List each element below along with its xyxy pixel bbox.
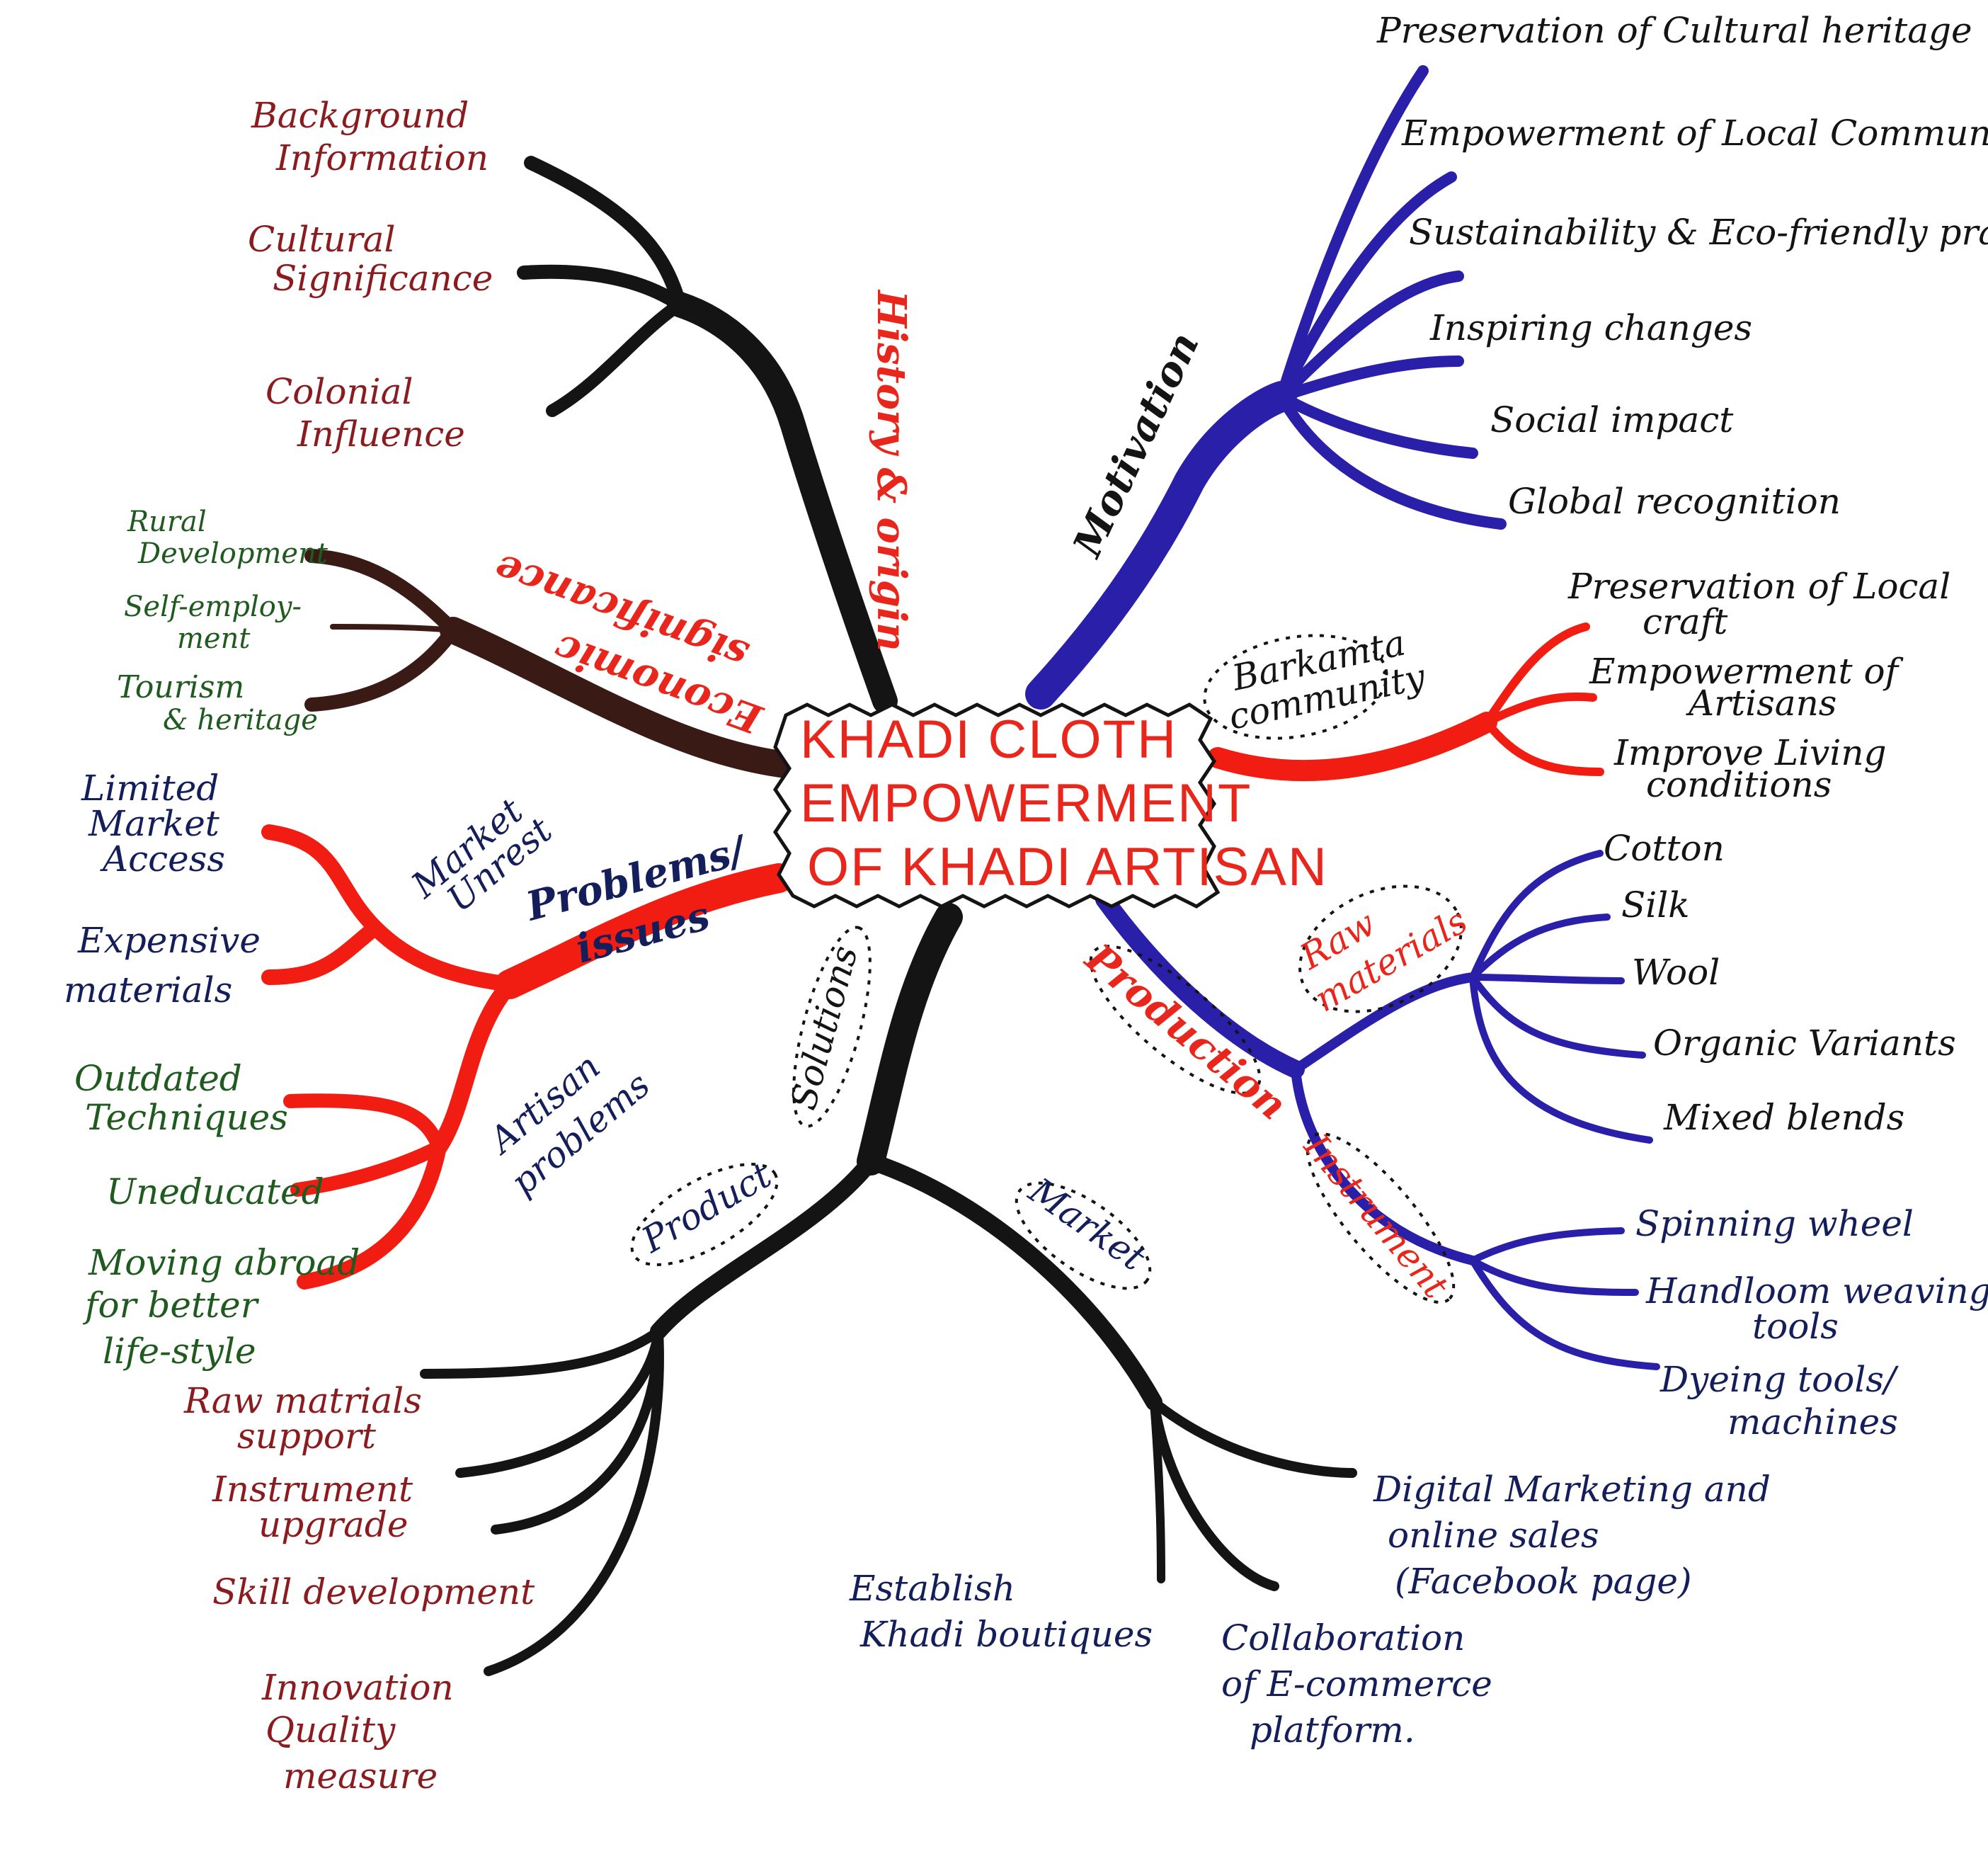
instrument-item: machines	[1727, 1401, 1898, 1442]
production-label-text: Production	[1075, 934, 1296, 1129]
problems-artisan-items: Outdated Techniques Uneducated Moving ab…	[74, 1058, 360, 1372]
product-label: Product	[630, 1154, 779, 1266]
problem-item: Moving abroad	[88, 1242, 360, 1283]
problems-market-items: Limited Market Access Expensive material…	[64, 768, 261, 1011]
barkamta-item: Empowerment of	[1589, 651, 1904, 692]
artisan-problems-label: Artisan problems	[479, 1046, 658, 1204]
motivation-item: Social impact	[1490, 399, 1734, 440]
economic-items: Rural Development Self-employ- ment Tour…	[117, 506, 329, 736]
history-item: Colonial	[265, 371, 413, 412]
product-item: Innovation	[261, 1667, 454, 1708]
problem-item: Limited	[81, 768, 219, 809]
motivation-branch	[1025, 65, 1507, 710]
problem-item: life-style	[103, 1331, 256, 1372]
motivation-item: Preservation of Cultural heritage	[1376, 10, 1972, 51]
market-label: Market	[1015, 1170, 1153, 1290]
market-items: Establish Khadi boutiques Digital Market…	[849, 1469, 1771, 1751]
central-title-line1: KHADI CLOTH	[800, 710, 1177, 770]
problem-item: Uneducated	[106, 1171, 324, 1212]
history-label: History & origin	[868, 289, 915, 651]
history-item: Background	[251, 95, 469, 136]
instrument-item: tools	[1752, 1306, 1839, 1347]
history-item: Cultural	[248, 219, 395, 260]
market-item: Digital Marketing and	[1373, 1469, 1771, 1510]
problems-branch	[261, 824, 794, 1290]
product-items: Raw matrials support Instrument upgrade …	[183, 1380, 535, 1797]
economic-item: ment	[177, 622, 251, 655]
solutions-label: Solutions	[783, 926, 872, 1128]
product-item: support	[237, 1416, 377, 1457]
instrument-item: Handloom weaving	[1645, 1270, 1988, 1311]
barkamta-label: Barkamta community	[1203, 622, 1429, 740]
product-item: Skill development	[212, 1571, 535, 1612]
instrument-label: Instrument	[1296, 1126, 1457, 1307]
product-item: Raw matrials	[183, 1380, 422, 1421]
history-item: Significance	[273, 258, 493, 299]
central-title-line2: EMPOWERMENT	[800, 773, 1252, 833]
raw-material-item: Mixed blends	[1663, 1097, 1904, 1138]
market-item: Khadi boutiques	[859, 1614, 1153, 1655]
economic-branch	[304, 549, 799, 778]
raw-material-item: Organic Variants	[1653, 1023, 1956, 1064]
economic-item: Rural	[127, 506, 207, 538]
solutions-branch	[420, 903, 1357, 1676]
barkamta-item: Improve Living	[1613, 732, 1887, 773]
barkamta-item: conditions	[1646, 764, 1832, 805]
barkamta-item: Preservation of Local	[1567, 566, 1950, 607]
economic-item: Development	[137, 537, 329, 570]
barkamta-item: craft	[1643, 601, 1728, 642]
production-label: Production	[1075, 934, 1296, 1129]
problem-item: for better	[82, 1285, 260, 1326]
instrument-item: Spinning wheel	[1635, 1203, 1914, 1244]
market-item: platform.	[1250, 1709, 1415, 1751]
economic-item: Self-employ-	[124, 591, 302, 623]
history-items: Background Information Cultural Signific…	[248, 95, 493, 455]
history-item: Influence	[297, 414, 465, 455]
market-item: (Facebook page)	[1395, 1561, 1692, 1602]
barkamta-items: Preservation of Local craft Empowerment …	[1567, 566, 1950, 805]
barkamta-branch	[1207, 622, 1604, 782]
economic-item: Tourism	[117, 669, 244, 705]
raw-material-item: Silk	[1621, 884, 1690, 926]
market-item: of E-commerce	[1221, 1663, 1492, 1705]
problem-item: Expensive	[77, 920, 261, 961]
problem-item: Market	[88, 803, 220, 844]
instrument-label-text: Instrument	[1296, 1126, 1457, 1307]
motivation-item: Sustainability & Eco-friendly practic	[1409, 212, 1988, 253]
barkamta-item: Artisans	[1686, 683, 1836, 724]
product-item: Quality	[265, 1709, 396, 1751]
market-item: Collaboration	[1221, 1617, 1465, 1658]
raw-material-items: Cotton Silk Wool Organic Variants Mixed …	[1604, 828, 1956, 1138]
market-item: Establish	[849, 1568, 1015, 1609]
product-item: measure	[283, 1755, 438, 1797]
product-item: Instrument	[212, 1469, 413, 1510]
solutions-label-text: Solutions	[783, 942, 866, 1115]
instrument-items: Spinning wheel Handloom weaving tools Dy…	[1635, 1203, 1988, 1442]
central-title-line3: OF KHADI ARTISAN	[807, 837, 1328, 897]
problem-item: Access	[100, 838, 225, 880]
product-item: upgrade	[258, 1504, 409, 1545]
problem-item: materials	[64, 969, 232, 1011]
motivation-items: Preservation of Cultural heritage Empowe…	[1376, 10, 1988, 522]
motivation-label: Motivation	[1063, 325, 1209, 564]
motivation-item: Empowerment of Local Community	[1401, 113, 1988, 154]
raw-material-item: Wool	[1632, 952, 1720, 993]
history-item: Information	[275, 137, 489, 178]
motivation-item: Global recognition	[1508, 481, 1841, 522]
history-branch	[517, 156, 898, 714]
problem-item: Techniques	[85, 1097, 288, 1138]
motivation-item: Inspiring changes	[1429, 307, 1752, 348]
production-branch	[1095, 850, 1660, 1370]
market-item: online sales	[1388, 1515, 1599, 1556]
instrument-item: Dyeing tools/	[1659, 1359, 1899, 1400]
problem-item: Outdated	[74, 1058, 242, 1099]
central-node: KHADI CLOTH EMPOWERMENT OF KHADI ARTISAN	[772, 702, 1328, 909]
raw-material-item: Cotton	[1604, 828, 1725, 869]
economic-item: & heritage	[163, 704, 318, 736]
